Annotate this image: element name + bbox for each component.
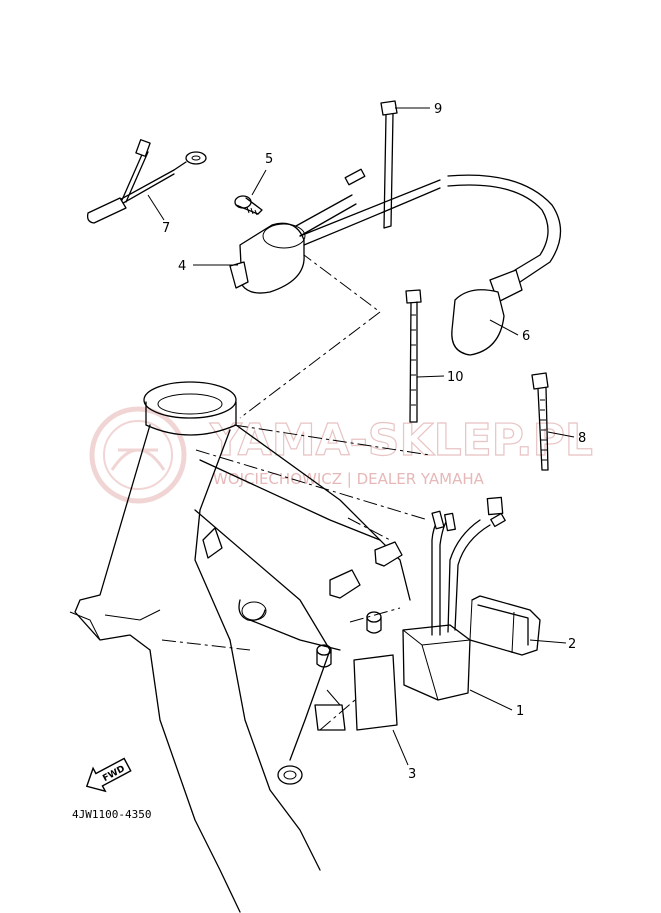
callout-5: 5	[265, 152, 273, 167]
cable-tie-10	[405, 289, 422, 423]
watermark-logo	[89, 406, 187, 504]
fwd-arrow-icon: FWD	[85, 757, 132, 793]
callout-1: 1	[516, 704, 524, 719]
callout-4: 4	[178, 259, 186, 274]
watermark-subtitle: WOJCIECHOWICZ | DEALER YAMAHA	[213, 470, 485, 488]
watermark-title: YAMA-SKLEP.PL	[209, 415, 593, 466]
cable-tie-8	[531, 372, 549, 471]
bolt	[234, 195, 263, 216]
callout-8: 8	[578, 431, 586, 446]
callout-2: 2	[568, 637, 576, 652]
callout-9: 9	[434, 102, 442, 117]
callout-10: 10	[447, 370, 464, 385]
ignition-coil	[229, 168, 441, 294]
plug-cap	[447, 174, 562, 356]
callout-6: 6	[522, 329, 530, 344]
callout-7: 7	[162, 221, 170, 236]
cable-tie-9	[380, 100, 398, 229]
bracket	[469, 595, 541, 656]
assembly-lines	[161, 251, 431, 731]
diagram-code: 4JW1100-4350	[72, 808, 151, 821]
plate	[353, 654, 398, 731]
callout-3: 3	[408, 767, 416, 782]
wire-lead	[86, 139, 207, 224]
leader-lines	[147, 107, 575, 766]
cdi-unit	[402, 496, 506, 701]
